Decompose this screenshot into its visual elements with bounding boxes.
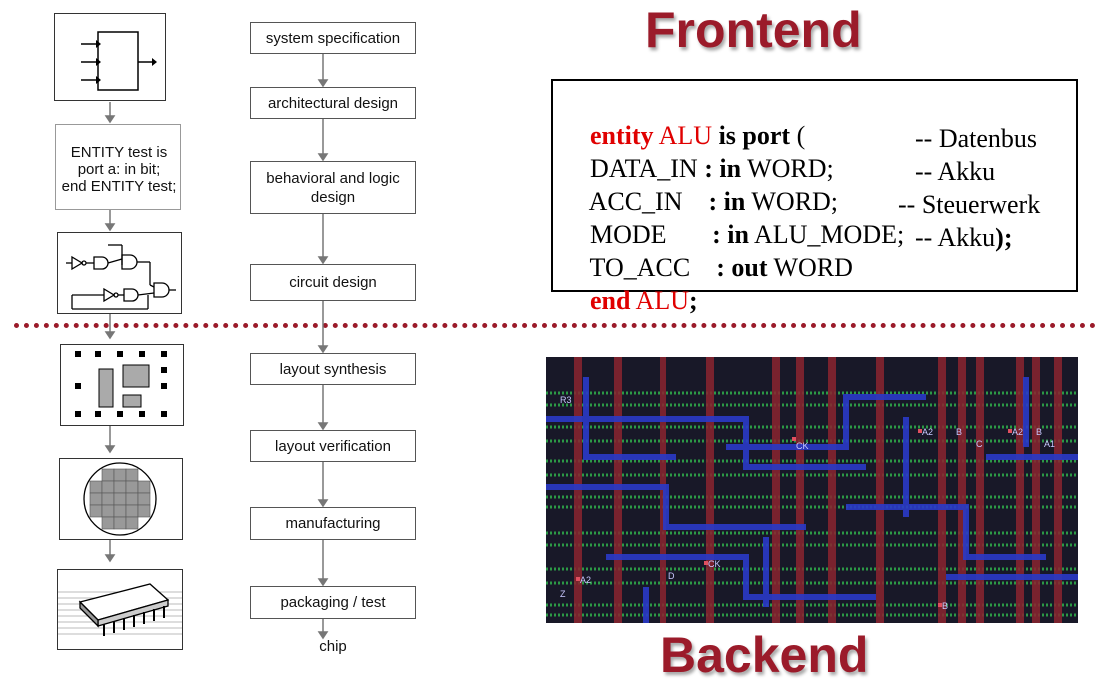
step-circuit-design: circuit design: [250, 264, 416, 301]
ic-package-box: [57, 569, 183, 650]
code-signal-acc-in: ACC_IN: [588, 187, 683, 216]
code-entity-name: ALU: [658, 121, 713, 150]
layout-label-a2-1: A2: [922, 427, 933, 437]
code-keyword-entity: entity: [590, 121, 654, 150]
code-sep: :: [682, 187, 724, 216]
wafer-box: [59, 458, 183, 540]
flow-end-chip: chip: [319, 638, 347, 655]
code-comment-datenbus: -- Datenbus: [915, 124, 1038, 153]
code-dir-out: out: [731, 253, 768, 282]
step-behavioral-logic-design: behavioral and logic design: [250, 161, 416, 214]
code-line-2: DATA_IN : in WORD;: [564, 124, 834, 214]
step-architectural-design: architectural design: [250, 87, 416, 119]
code-keyword-is-port: is port: [718, 121, 791, 150]
frontend-heading: Frontend: [645, 2, 862, 58]
step-layout-synthesis: layout synthesis: [250, 353, 416, 385]
layout-label-r3: R3: [560, 395, 572, 405]
code-paren-close: );: [995, 223, 1013, 252]
code-line-5: TO_ACC : out WORD: [564, 223, 853, 313]
layout-label-z: Z: [560, 589, 566, 599]
block-symbol-box: [54, 13, 166, 101]
block-symbol-icon: [81, 31, 157, 91]
code-signal-mode: MODE: [590, 220, 667, 249]
entity-box: ENTITY test is port a: in bit; end ENTIT…: [55, 124, 181, 210]
code-dir-in: in: [727, 220, 749, 249]
step-packaging-test: packaging / test: [250, 586, 416, 619]
code-end-name: ALU: [635, 286, 689, 315]
layout-label-d: D: [668, 571, 675, 581]
code-type-word: WORD;: [745, 187, 839, 216]
code-comment-steuerwerk: -- Steuerwerk: [898, 190, 1041, 219]
code-type-alu-mode: ALU_MODE;: [748, 220, 905, 249]
wafer-icon: [83, 462, 157, 536]
layout-label-c: C: [976, 439, 983, 449]
flow-arrows: [317, 54, 329, 640]
vhdl-code-box: entity ALU is port ( DATA_IN : in WORD; …: [551, 79, 1078, 315]
code-signal-data-in: DATA_IN: [590, 154, 698, 183]
step-layout-verification: layout verification: [250, 430, 416, 462]
code-semicolon: ;: [688, 286, 698, 315]
entity-line-3: end ENTITY test;: [61, 178, 177, 195]
step-system-specification: system specification: [250, 22, 416, 54]
code-type-word: WORD: [767, 253, 853, 282]
code-line-6: end ALU;: [564, 256, 698, 346]
layout-label-b-1: B: [956, 427, 962, 437]
entity-line-1: ENTITY test is: [70, 144, 168, 161]
code-dir-in: in: [723, 187, 746, 216]
code-line-1: entity ALU is port (: [564, 91, 805, 181]
left-column-arrows: [104, 102, 116, 563]
code-comment-akku: -- Akku: [915, 157, 996, 186]
layout-label-a2-2: A2: [1012, 427, 1023, 437]
logic-gates-box: [57, 232, 182, 314]
code-comment-akku-close: -- Akku);: [915, 223, 1013, 253]
layout-label-a2-3: A2: [580, 575, 591, 585]
frontend-backend-divider: [14, 323, 1096, 328]
code-signal-to-acc: TO_ACC: [589, 253, 691, 282]
logic-gates-icon: [66, 244, 176, 310]
code-type-word: WORD;: [741, 154, 834, 183]
entity-text: ENTITY test is port a: in bit; end ENTIT…: [56, 144, 182, 195]
entity-line-2: port a: in bit;: [77, 161, 161, 178]
layout-label-b-2: B: [1036, 427, 1042, 437]
layout-label-ck-2: CK: [708, 559, 721, 569]
code-line-3: ACC_IN : in WORD;: [564, 157, 838, 247]
layout-image: A2 B C A2 B A1 CK CK A2 D Z B R3: [546, 357, 1078, 623]
layout-label-b-3: B: [942, 601, 948, 611]
code-dir-in: in: [719, 154, 742, 183]
layout-label-a1: A1: [1044, 439, 1055, 449]
layout-label-ck-1: CK: [796, 441, 809, 451]
code-sep: :: [666, 220, 728, 249]
code-keyword-end: end: [590, 286, 631, 315]
chip-layout-box: [60, 344, 184, 426]
backend-heading: Backend: [660, 627, 869, 683]
ic-package-icon: [58, 583, 182, 636]
code-sep: :: [697, 154, 720, 183]
layout-image-graphic: A2 B C A2 B A1 CK CK A2 D Z B R3: [546, 357, 1078, 623]
code-paren-open: (: [790, 121, 806, 150]
code-comment-akku-2: -- Akku: [915, 223, 996, 252]
step-manufacturing: manufacturing: [250, 507, 416, 540]
code-sep: :: [690, 253, 732, 282]
code-line-4: MODE : in ALU_MODE;: [564, 190, 904, 280]
chip-layout-icon: [75, 351, 167, 417]
